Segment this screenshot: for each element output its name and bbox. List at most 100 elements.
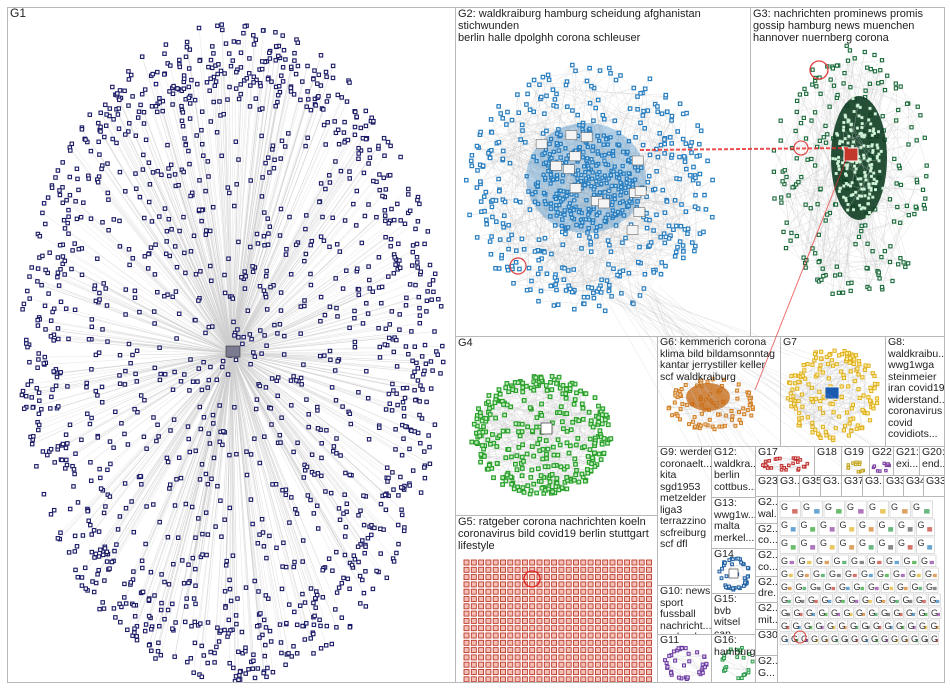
node (208, 76, 213, 81)
node (313, 596, 318, 601)
node (265, 155, 271, 160)
node (364, 368, 369, 374)
edge (219, 101, 233, 354)
node (315, 404, 320, 410)
node (640, 113, 646, 118)
node (399, 507, 404, 512)
node (666, 223, 672, 229)
node (509, 117, 515, 123)
node (65, 384, 70, 389)
node (287, 520, 292, 525)
node (186, 580, 191, 586)
node (410, 249, 416, 255)
node (575, 168, 581, 173)
node (261, 233, 267, 239)
node (474, 143, 480, 149)
node (404, 295, 409, 301)
node (356, 151, 361, 156)
node (582, 444, 587, 450)
node (609, 183, 615, 189)
node (111, 217, 117, 222)
node (579, 246, 584, 251)
node (123, 505, 129, 511)
edge (655, 104, 696, 247)
node (155, 422, 160, 428)
node (181, 581, 187, 586)
node (402, 395, 408, 401)
node (619, 291, 624, 296)
node (413, 226, 418, 232)
node (865, 65, 870, 70)
node (480, 163, 486, 169)
edge (193, 352, 233, 673)
node (887, 259, 893, 265)
node (887, 197, 893, 202)
node (487, 441, 493, 447)
edge (107, 352, 233, 470)
node (189, 504, 195, 510)
node (618, 73, 623, 78)
node (316, 72, 322, 78)
node (691, 164, 696, 170)
edge (231, 352, 369, 399)
node (358, 148, 364, 153)
node (358, 508, 363, 513)
node (870, 249, 875, 254)
edge (500, 394, 606, 420)
node (348, 421, 354, 427)
node (186, 66, 192, 71)
node (134, 634, 139, 639)
node (497, 433, 502, 439)
node (153, 656, 158, 661)
node (279, 650, 284, 656)
node (55, 274, 60, 280)
node (486, 399, 491, 405)
node (784, 174, 789, 180)
node (496, 266, 502, 271)
node (589, 285, 595, 291)
node (117, 244, 123, 249)
node (564, 411, 570, 417)
node (169, 227, 174, 232)
avatar-node (598, 198, 610, 209)
node (895, 204, 900, 210)
edge (581, 225, 649, 247)
node (56, 336, 61, 342)
edge (231, 288, 370, 354)
node (89, 324, 95, 330)
node (222, 627, 227, 633)
node (920, 187, 926, 192)
node (126, 103, 131, 108)
node (111, 606, 117, 611)
node (654, 212, 659, 218)
node (701, 229, 706, 235)
node (516, 110, 522, 116)
edge (231, 337, 390, 354)
edge (529, 203, 601, 210)
node (186, 436, 191, 442)
node (909, 125, 914, 130)
node (862, 187, 866, 191)
node (192, 619, 198, 625)
edge (223, 352, 233, 432)
node (107, 439, 113, 444)
node (188, 357, 193, 362)
node (116, 126, 122, 131)
edge (528, 267, 592, 289)
node (260, 530, 266, 535)
node (376, 255, 382, 260)
node (303, 226, 308, 232)
node (903, 264, 908, 270)
node (554, 380, 559, 386)
node (600, 412, 605, 418)
edge (517, 457, 593, 488)
edge (591, 86, 696, 178)
node (233, 86, 239, 91)
node (859, 223, 864, 228)
node (157, 214, 162, 219)
node (261, 670, 266, 676)
node (308, 586, 314, 591)
node (849, 184, 853, 188)
edge (136, 352, 233, 382)
node (641, 108, 646, 114)
